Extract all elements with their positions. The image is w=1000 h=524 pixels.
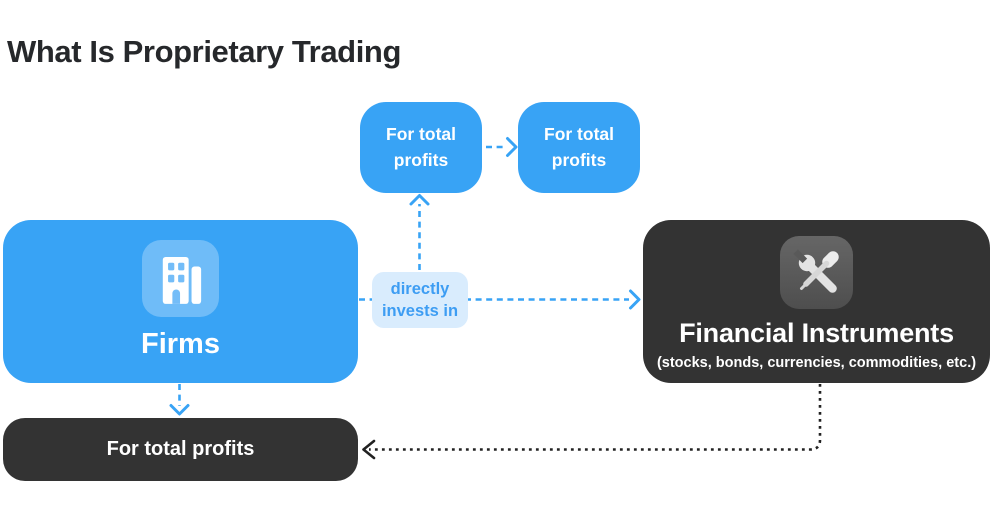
arrowhead-right-icon [506,137,518,157]
arrow-profit-to-profit [486,137,518,157]
node-sublabel: (stocks, bonds, currencies, commodities,… [656,355,977,371]
arrowhead-right-icon [629,289,641,310]
office-building-glyph [162,256,201,304]
arrow-invests-up [409,194,430,270]
wrench-screwdriver-icon [780,236,853,309]
node-for-total-profits-top-right: For total profits [518,102,640,193]
node-label: Firms [141,328,220,360]
wrench-screwdriver-glyph [792,248,839,293]
page-title: What Is Proprietary Trading [7,34,402,69]
node-label: For total profits [106,438,255,460]
office-building-icon [142,240,219,317]
edge-label-directly-invests-in: directly invests in [372,272,468,328]
edge-label-text: directly invests in [381,279,459,320]
node-label: For total profits [544,124,614,170]
node-label: Financial Instruments [679,318,954,348]
arrow-firms-down [169,384,190,416]
node-for-total-profits-top-left: For total profits [360,102,482,193]
node-financial-instruments: Financial Instruments (stocks, bonds, cu… [643,220,990,383]
node-firms: Firms [3,220,358,383]
arrowhead-left-icon [362,439,376,460]
node-for-total-profits-bottom: For total profits [3,418,358,481]
node-label: For total profits [386,124,456,170]
arrowhead-down-icon [169,404,190,416]
arrow-instruments-to-profit [362,384,822,460]
arrowhead-up-icon [409,194,430,206]
